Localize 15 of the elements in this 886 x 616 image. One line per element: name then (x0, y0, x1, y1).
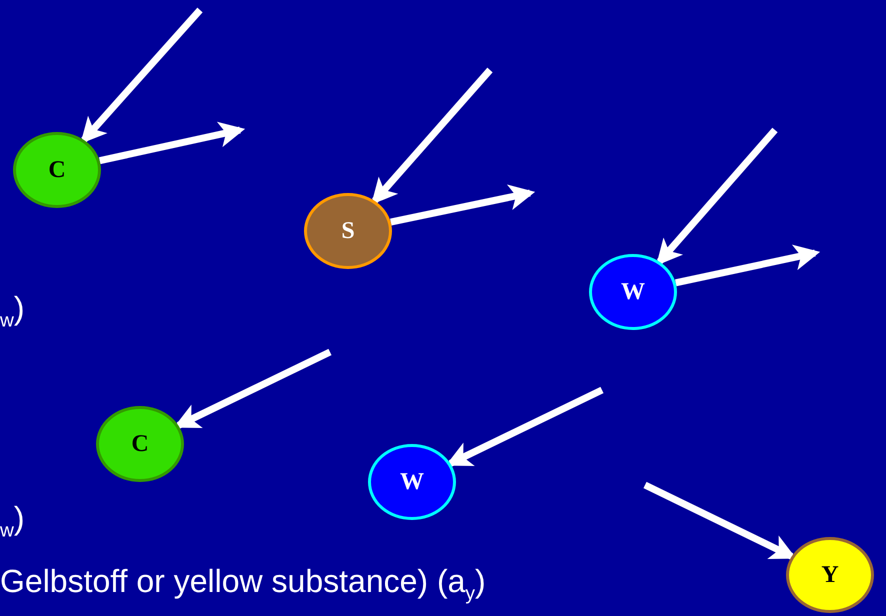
caption-text: $_{w}$) (0, 500, 25, 542)
arrow (98, 122, 246, 164)
arrow (371, 68, 493, 205)
caption-text: $_{w}$) (0, 290, 25, 332)
particle-circle: S (304, 193, 392, 269)
caption-text: Gelbstoff or yellow substance) (a$_{y}$) (0, 563, 486, 606)
arrow (80, 8, 203, 144)
particle-circle: W (589, 254, 677, 330)
particle-circle: C (96, 406, 184, 482)
particle-circle: Y (786, 537, 874, 613)
particle-circle: W (368, 444, 456, 520)
arrow (390, 184, 536, 226)
particle-circle: C (13, 132, 101, 208)
arrow (656, 128, 778, 266)
arrow (674, 244, 820, 286)
